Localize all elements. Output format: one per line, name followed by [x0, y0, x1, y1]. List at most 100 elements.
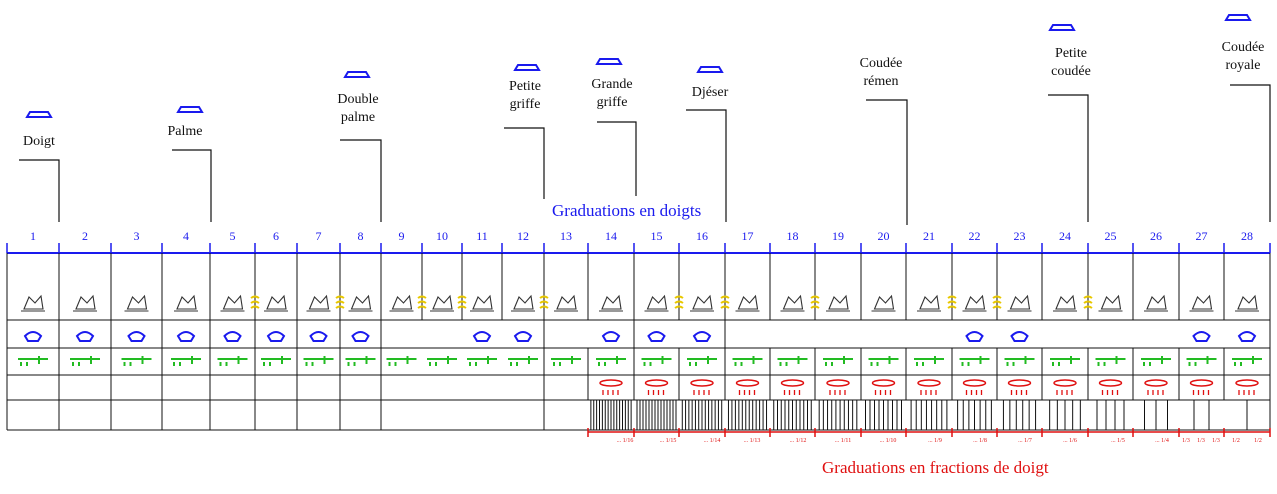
top-glyph	[176, 106, 204, 113]
label-doigt: Doigt	[23, 134, 55, 149]
label-leader	[19, 159, 60, 222]
hieroglyph-glyph	[644, 294, 669, 312]
hieroglyph-glyph	[511, 294, 535, 312]
yellow-mark	[947, 300, 957, 304]
green-glyph	[596, 356, 626, 366]
hieroglyph-stroke	[871, 294, 896, 312]
hieroglyph-stroke	[21, 294, 45, 312]
hieroglyph-glyph	[124, 294, 149, 312]
hieroglyph-stroke	[599, 294, 623, 312]
red-glyph-stroke	[965, 390, 983, 395]
red-glyph	[1007, 379, 1032, 387]
finger-number: 10	[436, 229, 448, 243]
hieroglyph-stroke	[554, 294, 578, 312]
hieroglyph-stroke	[124, 294, 149, 312]
hieroglyph-glyph	[1098, 294, 1123, 312]
unit-glyph	[601, 331, 621, 342]
hieroglyph-stroke	[644, 294, 669, 312]
hieroglyph-glyph	[871, 294, 896, 312]
green-glyph	[386, 356, 417, 366]
hieroglyph-stroke	[780, 294, 805, 312]
hieroglyph-stroke	[826, 294, 850, 312]
finger-number: 22	[969, 229, 981, 243]
yellow-mark	[947, 305, 957, 309]
label-leader	[1048, 94, 1089, 222]
yellow-mark	[457, 295, 467, 299]
red-glyph-stroke	[602, 390, 619, 395]
red-glyph-stroke	[783, 390, 801, 395]
red-glyph	[1235, 379, 1259, 387]
hieroglyph-stroke	[735, 294, 760, 312]
finger-number: 15	[651, 229, 663, 243]
red-glyph-stroke	[1192, 390, 1210, 395]
yellow-mark	[810, 305, 820, 309]
hieroglyph-glyph	[1053, 294, 1077, 312]
hieroglyph-glyph	[1235, 294, 1259, 312]
hieroglyph-glyph	[470, 294, 494, 312]
yellow-mark	[539, 305, 549, 309]
unit-glyph	[23, 331, 43, 342]
unit-glyph	[266, 331, 286, 342]
hieroglyph-stroke	[917, 294, 941, 312]
fraction-label: ... 1/9	[928, 438, 942, 444]
unit-glyph	[1192, 331, 1211, 342]
fraction-label: ... 1/6	[1063, 438, 1077, 444]
green-glyph	[1050, 356, 1080, 366]
hieroglyph-stroke	[389, 294, 414, 312]
red-glyph-stroke	[829, 390, 846, 395]
red-glyph-stroke	[1147, 390, 1164, 395]
finger-number: 27	[1196, 229, 1208, 243]
green-glyph	[508, 356, 538, 366]
finger-number: 25	[1105, 229, 1117, 243]
red-glyph	[1053, 379, 1077, 387]
hieroglyph-stroke	[470, 294, 494, 312]
hieroglyph-glyph	[826, 294, 850, 312]
top-glyph	[1224, 14, 1252, 21]
red-glyph	[826, 379, 850, 387]
red-glyph-stroke	[1238, 390, 1255, 395]
fraction-graduations-title: Graduations en fractions de doigt	[822, 458, 1049, 477]
yellow-mark	[992, 300, 1002, 304]
fraction-label: ... 1/14	[704, 438, 721, 444]
yellow-mark	[1083, 305, 1093, 309]
hieroglyph-glyph	[735, 294, 760, 312]
red-glyph-stroke	[647, 390, 665, 395]
finger-number: 3	[134, 229, 140, 243]
hieroglyph-glyph	[389, 294, 414, 312]
yellow-mark	[674, 300, 684, 304]
hieroglyph-glyph	[73, 294, 97, 312]
yellow-mark	[992, 295, 1002, 299]
red-glyph	[871, 379, 896, 387]
red-glyph	[780, 379, 805, 387]
fraction-label: ... 1/10	[880, 438, 897, 444]
unit-glyph	[75, 331, 95, 342]
hieroglyph-stroke	[73, 294, 97, 312]
label-leader	[504, 127, 545, 199]
red-glyph-stroke	[920, 390, 937, 395]
hieroglyph-glyph	[21, 294, 45, 312]
red-glyph	[1144, 379, 1168, 387]
label-leader	[597, 121, 637, 196]
finger-number: 23	[1014, 229, 1026, 243]
hieroglyph-glyph	[306, 294, 331, 312]
hieroglyph-stroke	[1053, 294, 1077, 312]
yellow-mark	[810, 300, 820, 304]
red-glyph-stroke	[1101, 390, 1119, 395]
hieroglyph-stroke	[1098, 294, 1123, 312]
hieroglyph-glyph	[220, 294, 245, 312]
red-glyph	[599, 379, 623, 387]
green-glyph	[1095, 356, 1126, 366]
yellow-mark	[417, 295, 427, 299]
yellow-mark	[674, 295, 684, 299]
unit-glyph	[309, 331, 328, 342]
hieroglyph-glyph	[962, 294, 987, 312]
yellow-mark	[992, 305, 1002, 309]
fraction-label: ... 1/12	[790, 438, 807, 444]
hieroglyph-stroke	[1144, 294, 1168, 312]
finger-number: 2	[82, 229, 88, 243]
yellow-mark	[720, 305, 730, 309]
hieroglyph-glyph	[780, 294, 805, 312]
unit-glyph	[472, 331, 492, 342]
